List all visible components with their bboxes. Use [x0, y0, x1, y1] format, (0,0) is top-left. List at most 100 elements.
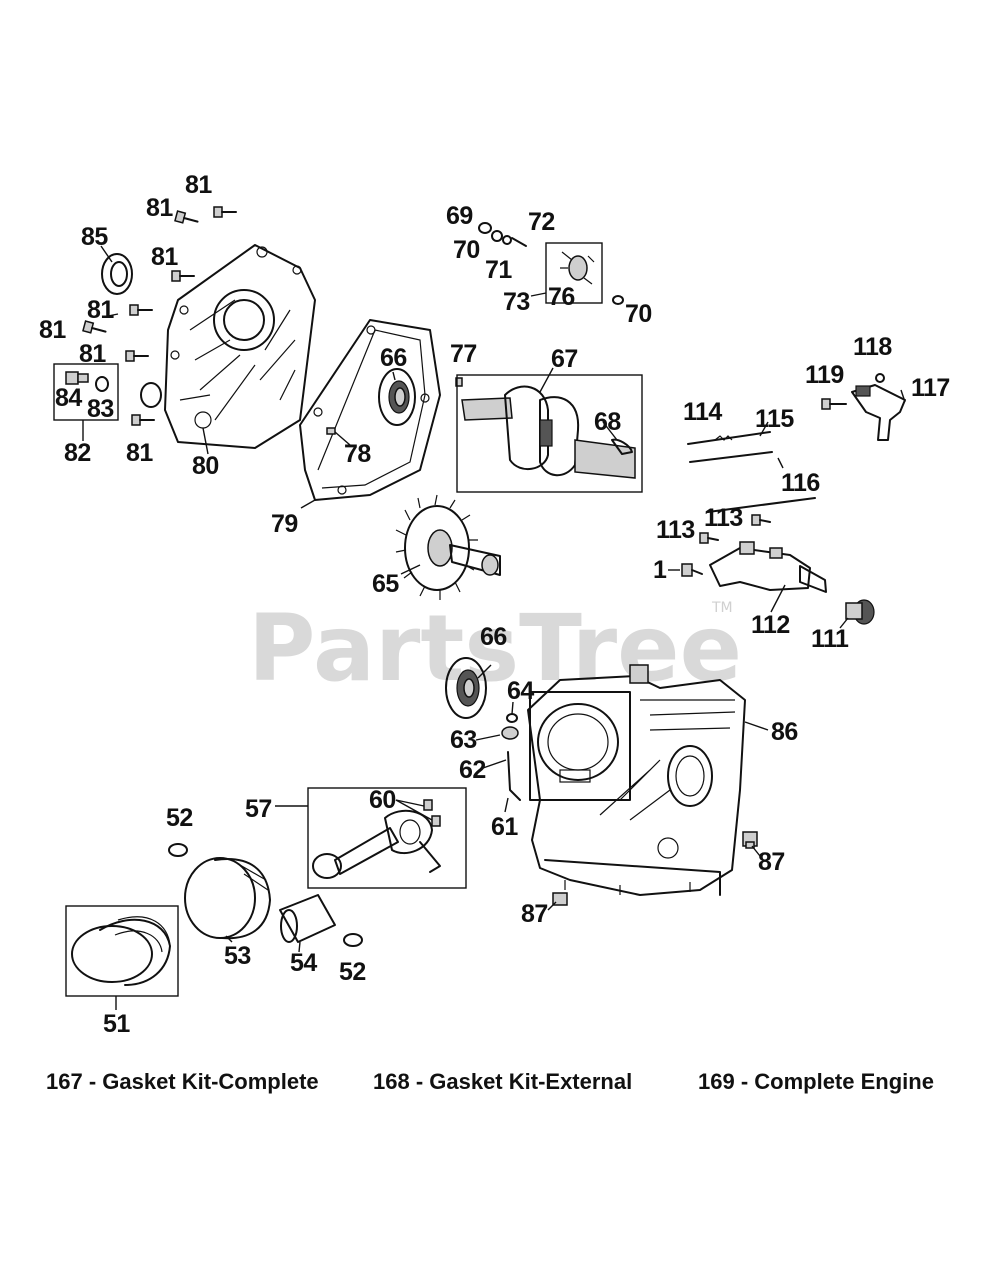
callout-labels: 81 81 85 81 81 81 81 84 83 82 81 80 79 7… — [39, 171, 950, 1038]
callout-81: 81 — [146, 194, 173, 222]
callout-87: 87 — [521, 900, 548, 928]
callout-52: 52 — [166, 804, 193, 832]
callout-84: 84 — [55, 384, 82, 412]
clip-64[interactable] — [506, 713, 518, 723]
callout-71: 71 — [485, 256, 512, 284]
footer-item-167[interactable]: 167 - Gasket Kit-Complete — [46, 1069, 319, 1094]
callout-63: 63 — [450, 726, 477, 754]
callout-81: 81 — [151, 243, 178, 271]
callout-114: 114 — [683, 398, 722, 426]
callout-86: 86 — [771, 718, 798, 746]
callout-116: 116 — [781, 469, 820, 497]
washer-70[interactable] — [612, 295, 624, 305]
callout-78: 78 — [344, 440, 371, 468]
callout-113: 113 — [656, 516, 695, 544]
rod-116[interactable] — [707, 497, 816, 513]
callout-54: 54 — [290, 949, 317, 977]
governor-76[interactable] — [560, 251, 595, 285]
governor-parts-group[interactable] — [478, 222, 527, 247]
callout-66: 66 — [480, 623, 507, 651]
dowel-pin-78[interactable] — [326, 427, 336, 435]
callout-77: 77 — [450, 340, 477, 368]
shaft-62-61[interactable] — [507, 751, 521, 801]
bolt-113-right[interactable] — [751, 514, 771, 526]
bearing-66-lower[interactable] — [445, 657, 487, 719]
circlip-52-left[interactable] — [168, 843, 188, 857]
footer-item-168[interactable]: 168 - Gasket Kit-External — [373, 1069, 632, 1094]
knob-111[interactable] — [845, 599, 875, 625]
callout-72: 72 — [528, 208, 555, 236]
callout-85: 85 — [81, 223, 108, 251]
crankcase-gasket-79[interactable] — [299, 319, 441, 501]
callout-81: 81 — [39, 316, 66, 344]
callout-87: 87 — [758, 848, 785, 876]
callout-70: 70 — [453, 236, 480, 264]
drain-plug-84[interactable] — [65, 371, 89, 385]
governor-assembly-box — [545, 242, 603, 304]
callout-112: 112 — [751, 611, 790, 639]
governor-arm-117[interactable] — [851, 384, 906, 441]
piston-pin-54[interactable] — [279, 894, 336, 943]
nut-118[interactable] — [875, 373, 885, 383]
callout-82: 82 — [64, 439, 91, 467]
bolt-119[interactable] — [821, 398, 847, 410]
plug-87-bottom[interactable] — [552, 892, 568, 906]
connecting-rod-box — [307, 787, 467, 889]
footer-item-169[interactable]: 169 - Complete Engine — [698, 1069, 934, 1094]
washer-63[interactable] — [501, 726, 519, 740]
connecting-rod-57[interactable] — [312, 799, 441, 879]
callout-1: 1 — [653, 556, 667, 584]
piston-rings-51[interactable] — [71, 916, 171, 986]
callout-61: 61 — [491, 813, 518, 841]
bolt-113-left[interactable] — [699, 532, 719, 544]
plug-87-right[interactable] — [742, 831, 758, 849]
callout-68: 68 — [594, 408, 621, 436]
partstree-watermark: PartsTree — [248, 595, 742, 702]
camshaft-gear-65[interactable] — [395, 494, 501, 600]
callout-66: 66 — [380, 344, 407, 372]
callout-73: 73 — [503, 288, 530, 316]
callout-81: 81 — [185, 171, 212, 199]
callout-81: 81 — [79, 340, 106, 368]
bolt-81-group[interactable] — [82, 206, 237, 426]
bearing-66-top[interactable] — [378, 368, 416, 426]
callout-67: 67 — [551, 345, 578, 373]
callout-80: 80 — [192, 452, 219, 480]
callout-57: 57 — [245, 795, 272, 823]
callout-113: 113 — [704, 504, 743, 532]
callout-81: 81 — [126, 439, 153, 467]
engine-block-86[interactable] — [527, 664, 746, 896]
callout-51: 51 — [103, 1010, 130, 1038]
woodruff-key-68[interactable] — [611, 438, 633, 455]
oil-seal-85[interactable] — [101, 253, 133, 295]
spring-114[interactable] — [687, 431, 771, 445]
callout-60: 60 — [369, 786, 396, 814]
callout-62: 62 — [459, 756, 486, 784]
callout-118: 118 — [853, 333, 892, 361]
drain-plug-kit-box — [53, 363, 119, 421]
throttle-bracket-112[interactable] — [709, 541, 827, 593]
washer-83[interactable] — [95, 376, 109, 392]
callout-83: 83 — [87, 395, 114, 423]
crankcase-cover-part[interactable] — [164, 244, 316, 449]
rod-115[interactable] — [689, 451, 773, 463]
callout-70: 70 — [625, 300, 652, 328]
callout-64: 64 — [507, 677, 534, 705]
drain-washer[interactable] — [140, 382, 162, 408]
piston-53[interactable] — [184, 857, 271, 940]
callout-111: 111 — [811, 625, 849, 653]
circlip-52-right[interactable] — [343, 933, 363, 947]
leader-lines — [82, 245, 906, 1010]
callout-81: 81 — [87, 296, 114, 324]
watermark-trademark: TM — [711, 600, 733, 616]
callout-76: 76 — [548, 283, 575, 311]
dowel-pin-77[interactable] — [455, 377, 463, 387]
bolt-1[interactable] — [681, 563, 703, 577]
callout-65: 65 — [372, 570, 399, 598]
callout-52: 52 — [339, 958, 366, 986]
spring-115-coil — [714, 435, 733, 441]
callout-115: 115 — [755, 405, 794, 433]
callout-117: 117 — [911, 374, 950, 402]
callout-79: 79 — [271, 510, 298, 538]
